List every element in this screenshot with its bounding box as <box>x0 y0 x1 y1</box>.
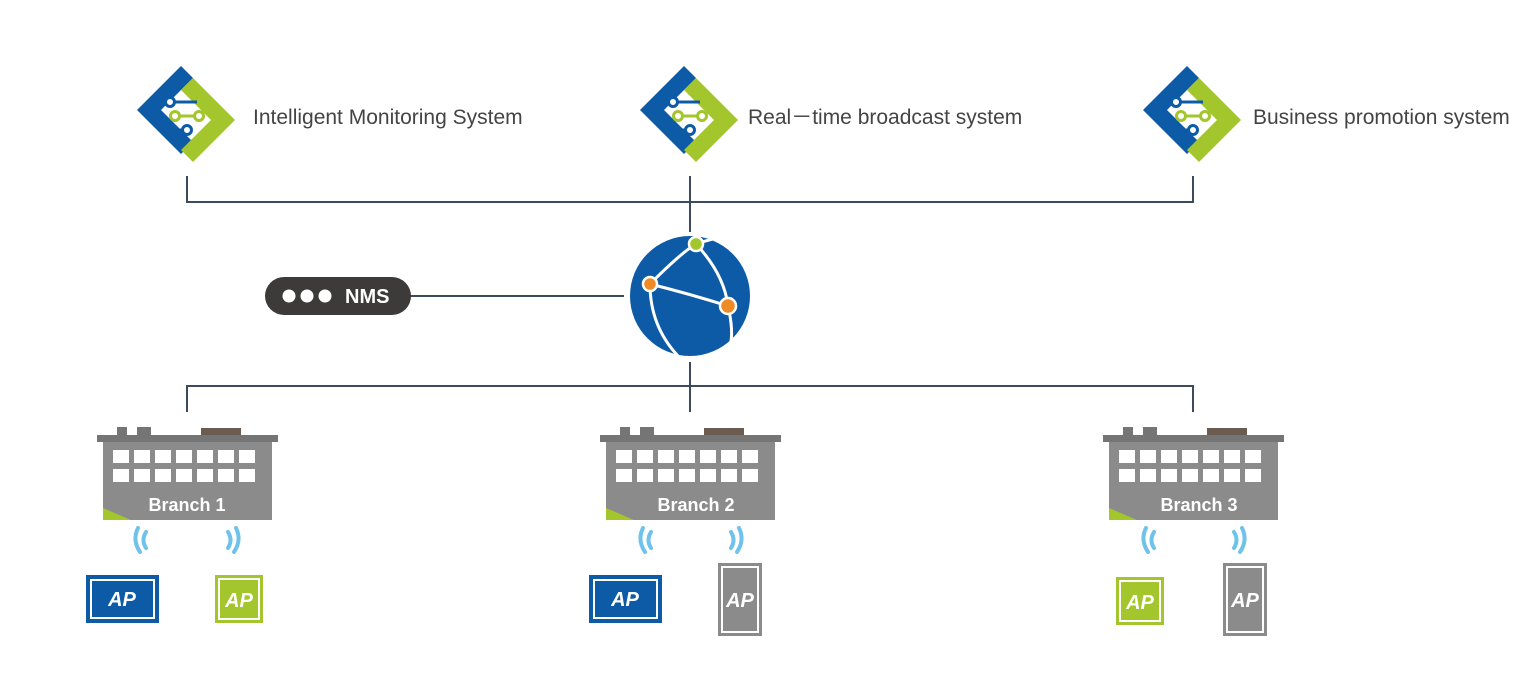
nms-label: NMS <box>345 286 389 308</box>
building-icon <box>600 427 781 520</box>
ap-label: AP <box>224 590 253 612</box>
wifi-icon <box>1141 526 1247 554</box>
building-icon <box>1103 427 1284 520</box>
connector-lines <box>186 176 1194 412</box>
system-module-icon <box>1143 66 1241 162</box>
access-point-1-1[interactable]: AP <box>86 575 159 623</box>
ap-label: AP <box>107 589 136 611</box>
system-label-1: Intelligent Monitoring System <box>253 106 523 129</box>
system-module-1[interactable]: Intelligent Monitoring System <box>137 66 523 162</box>
branch-label-2: Branch 2 <box>657 495 734 515</box>
system-module-3[interactable]: Business promotion system <box>1143 66 1510 162</box>
nms-badge[interactable]: NMS <box>265 277 411 315</box>
ap-label: AP <box>1230 590 1259 612</box>
branch-3[interactable]: Branch 3 <box>1103 427 1284 520</box>
building-icon <box>97 427 278 520</box>
system-label-3: Business promotion system <box>1253 106 1510 129</box>
branch-1[interactable]: Branch 1 <box>97 427 278 520</box>
systems-row: Intelligent Monitoring System Real－time … <box>137 66 1510 162</box>
branches-bus <box>186 385 1194 412</box>
wifi-icon <box>133 526 241 554</box>
ap-label: AP <box>725 590 754 612</box>
access-point-2-2[interactable]: AP <box>718 563 762 636</box>
globe-network-icon[interactable] <box>630 235 750 358</box>
access-point-3-2[interactable]: AP <box>1223 563 1267 636</box>
system-module-icon <box>137 66 235 162</box>
access-point-3-1[interactable]: AP <box>1116 577 1164 625</box>
access-point-1-2[interactable]: AP <box>215 575 263 623</box>
dots-icon <box>282 289 332 303</box>
system-label-2: Real－time broadcast system <box>748 106 1022 129</box>
branch-2[interactable]: Branch 2 <box>600 427 781 520</box>
branch-label-3: Branch 3 <box>1160 495 1237 515</box>
ap-label: AP <box>610 589 639 611</box>
system-module-2[interactable]: Real－time broadcast system <box>640 66 1022 162</box>
ap-label: AP <box>1125 592 1154 614</box>
wifi-icon <box>638 526 744 554</box>
system-module-icon <box>640 66 738 162</box>
branch-label-1: Branch 1 <box>148 495 225 515</box>
access-point-2-1[interactable]: AP <box>589 575 662 623</box>
